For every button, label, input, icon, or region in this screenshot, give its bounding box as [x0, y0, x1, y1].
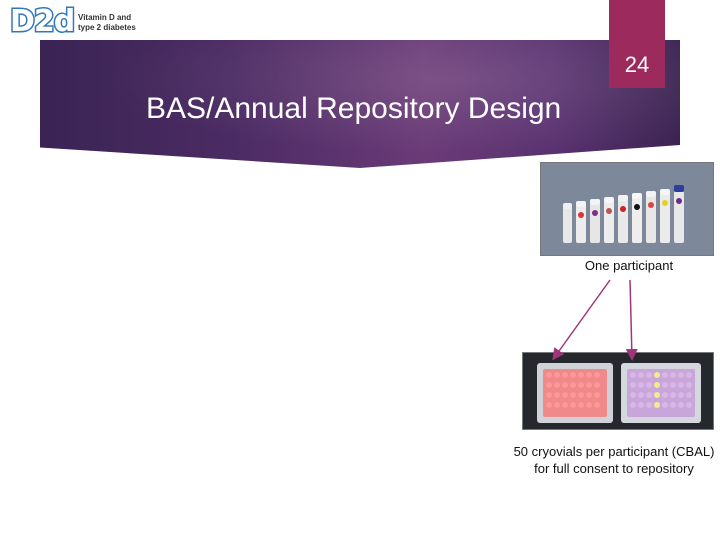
vials-photo [540, 162, 714, 256]
cryovials-photo [522, 352, 714, 430]
banner-highlight [40, 40, 680, 168]
d2d-logo-mark: D2d [8, 4, 76, 39]
cryovials-caption: 50 cryovials per participant (CBAL) for … [513, 444, 715, 476]
d2d-logo: D2d Vitamin D and type 2 diabetes [8, 4, 158, 40]
slide-number: 24 [624, 52, 650, 77]
vials-caption: One participant [584, 258, 674, 273]
logo-tagline: Vitamin D and type 2 diabetes [78, 13, 136, 33]
arrow-to-left-box [552, 279, 611, 361]
title-banner [40, 40, 680, 168]
slide-title: BAS/Annual Repository Design [146, 92, 562, 125]
logo-tagline-line1: Vitamin D and [78, 13, 132, 22]
logo-mark-text: D2d [8, 4, 76, 39]
vial-row [563, 185, 684, 243]
arrow-to-right-box [625, 279, 638, 361]
logo-tagline-line2: type 2 diabetes [78, 23, 136, 32]
cryovial-boxes-illustration [523, 353, 713, 429]
slide-number-box [609, 0, 665, 88]
vials-illustration [541, 163, 713, 255]
